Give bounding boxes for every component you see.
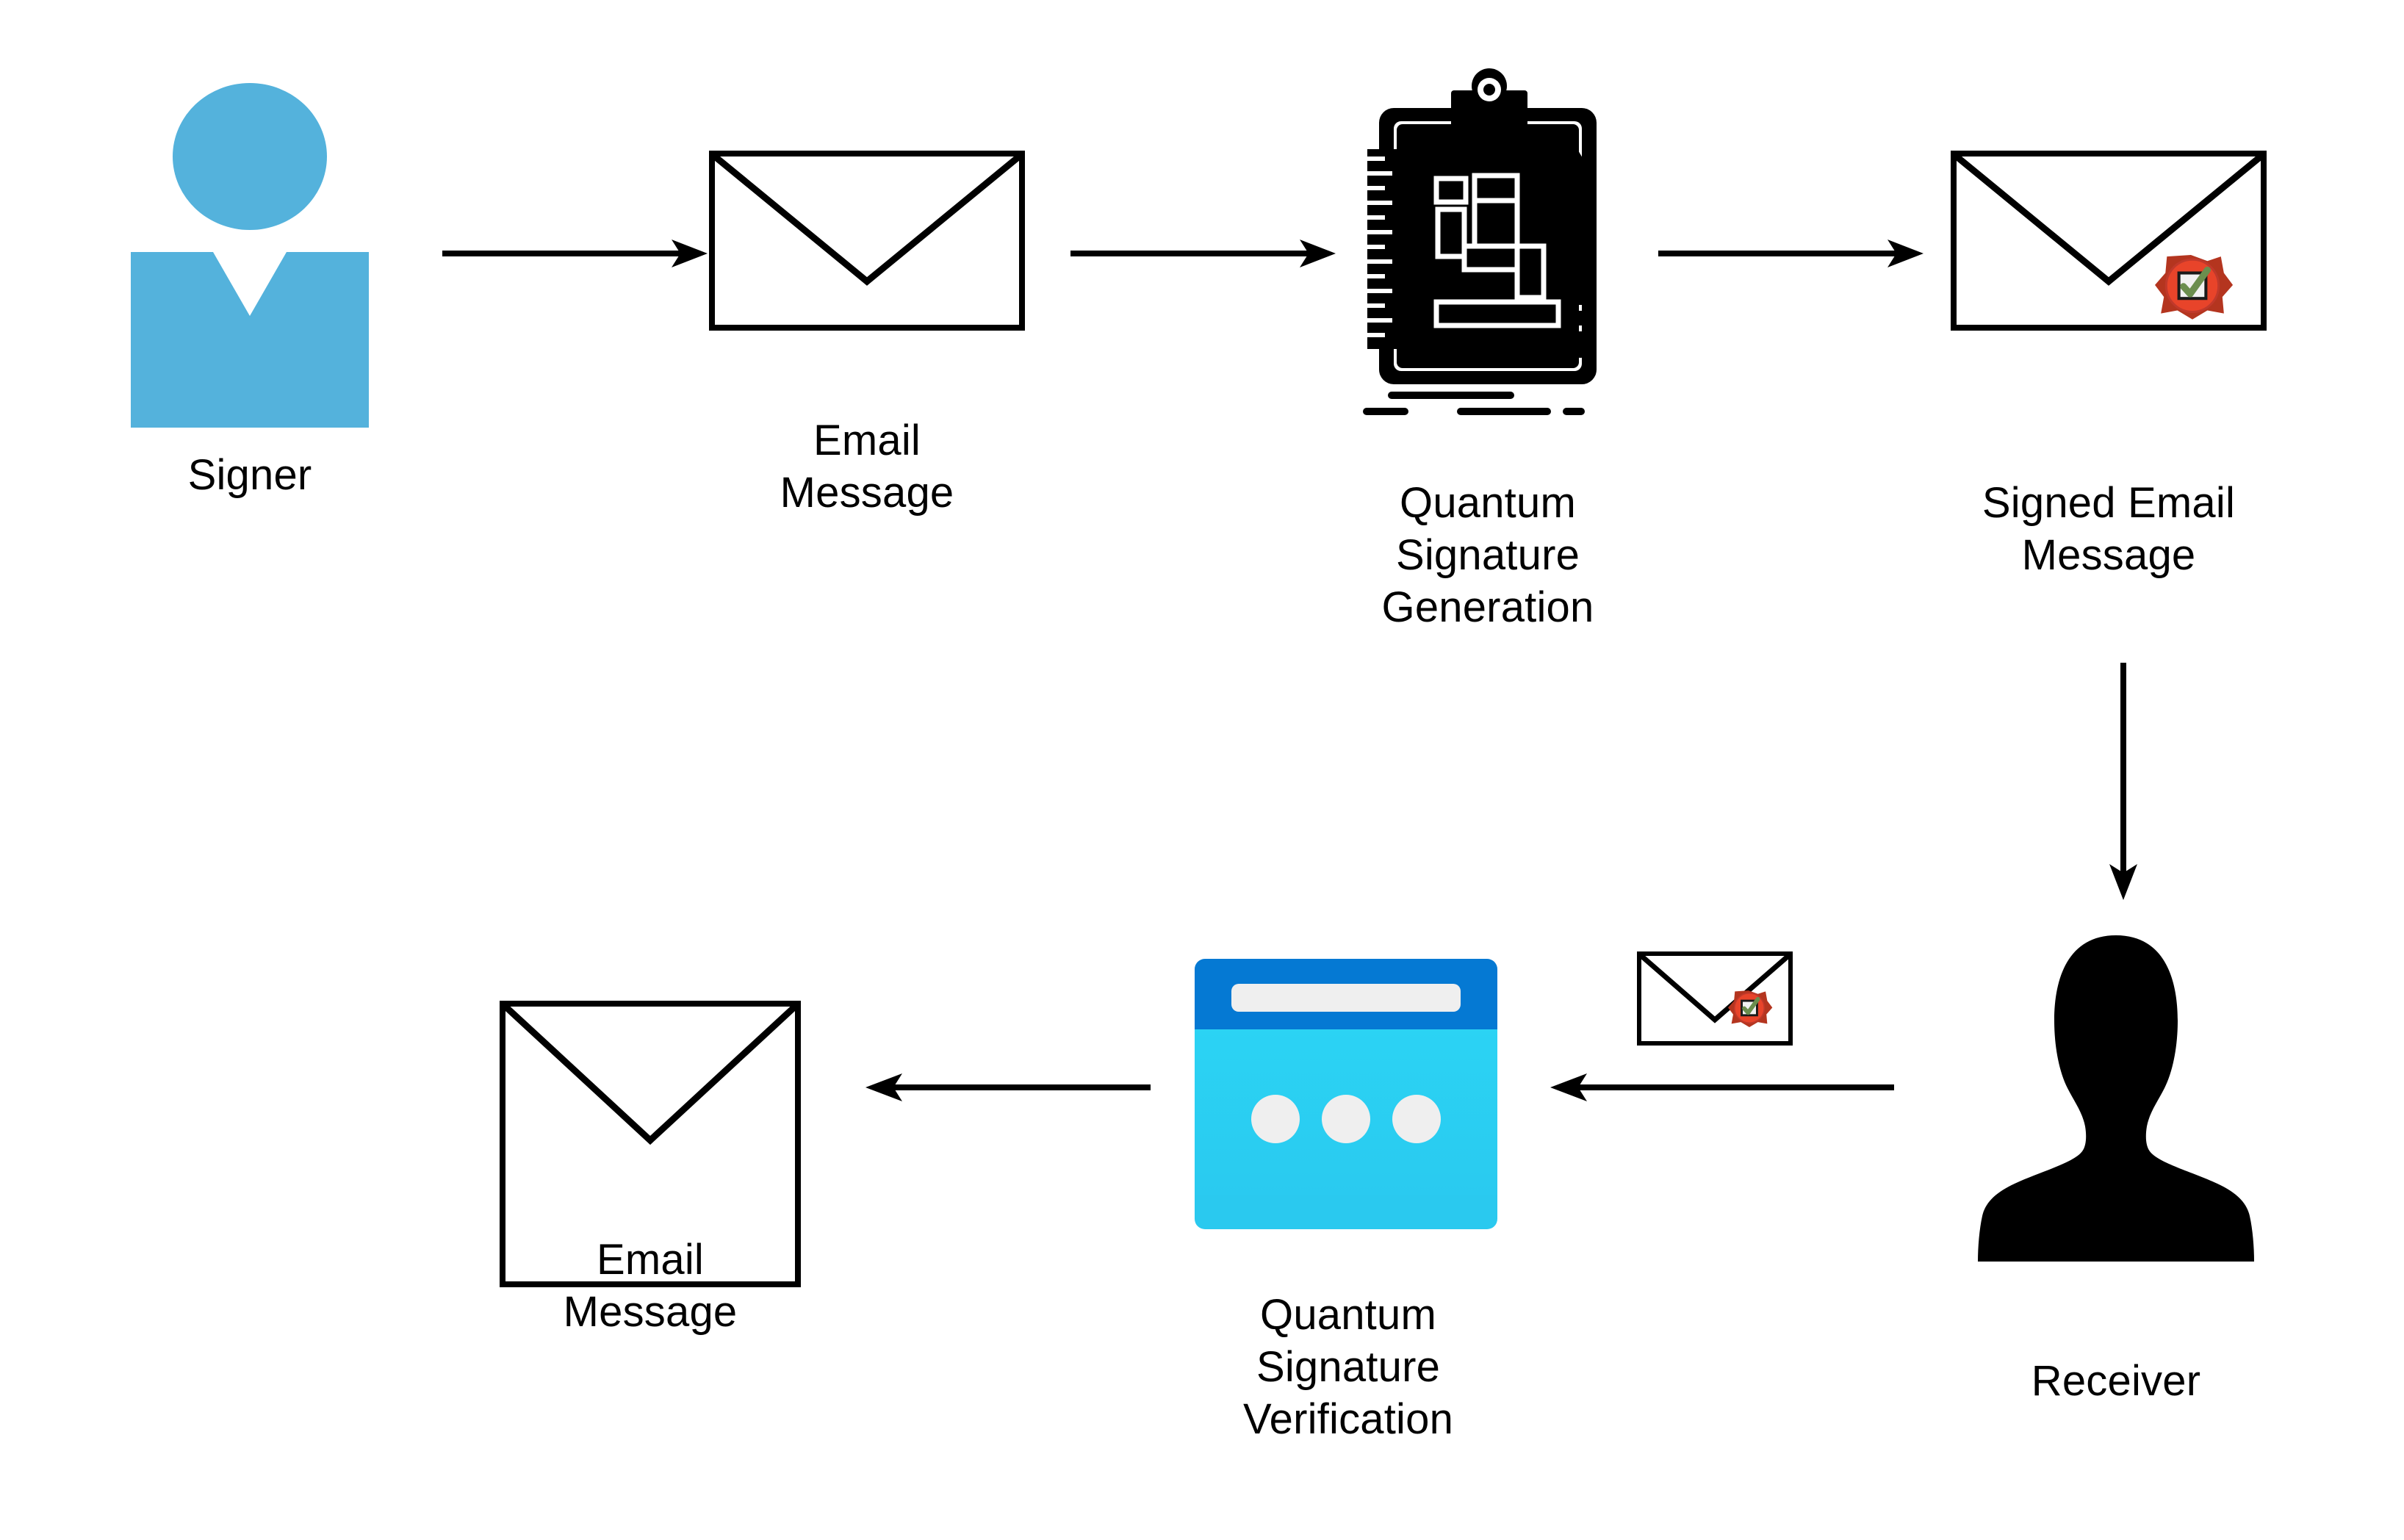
- node-receiver[interactable]: [1969, 929, 2263, 1341]
- node-signed-email-small[interactable]: [1637, 951, 1793, 1046]
- label-email-message-1: Email Message: [780, 417, 954, 517]
- envelope-with-wax-seal-icon: [1637, 951, 1793, 1046]
- label-email-message-2: Email Message: [563, 1236, 738, 1336]
- node-signed-email-message[interactable]: [1951, 151, 2267, 331]
- envelope-with-wax-seal-icon: [1951, 151, 2267, 331]
- clipboard-blueprint-icon: [1363, 68, 1597, 415]
- edge-signed-to-receiver: [2098, 661, 2149, 904]
- wax-seal-icon: [2155, 255, 2234, 320]
- label-receiver: Receiver: [2031, 1357, 2201, 1405]
- node-email-message-2[interactable]: [500, 1001, 801, 1287]
- edge-signer-to-email: [441, 228, 713, 279]
- envelope-icon: [500, 1001, 801, 1287]
- edge-receiver-to-verification: [1543, 1062, 1896, 1113]
- node-email-message-1[interactable]: [709, 151, 1025, 331]
- edge-email-to-generation: [1069, 228, 1341, 279]
- label-signed-email-message: Signed Email Message: [1982, 479, 2236, 579]
- label-quantum-signature-verification: Quantum Signature Verification: [1242, 1291, 1454, 1443]
- node-signer[interactable]: [118, 55, 382, 430]
- person-silhouette-icon: [1978, 935, 2254, 1262]
- edge-generation-to-signed: [1657, 228, 1929, 279]
- person-avatar-icon: [131, 83, 369, 428]
- wax-seal-icon: [1728, 990, 1773, 1028]
- label-quantum-signature-generation: Quantum Signature Generation: [1381, 479, 1594, 631]
- envelope-icon: [709, 151, 1025, 331]
- edge-verification-to-email: [858, 1062, 1152, 1113]
- browser-window-icon: [1195, 959, 1497, 1229]
- node-quantum-signature-verification[interactable]: [1184, 953, 1508, 1239]
- label-signer: Signer: [187, 451, 312, 499]
- node-quantum-signature-generation[interactable]: [1363, 62, 1613, 437]
